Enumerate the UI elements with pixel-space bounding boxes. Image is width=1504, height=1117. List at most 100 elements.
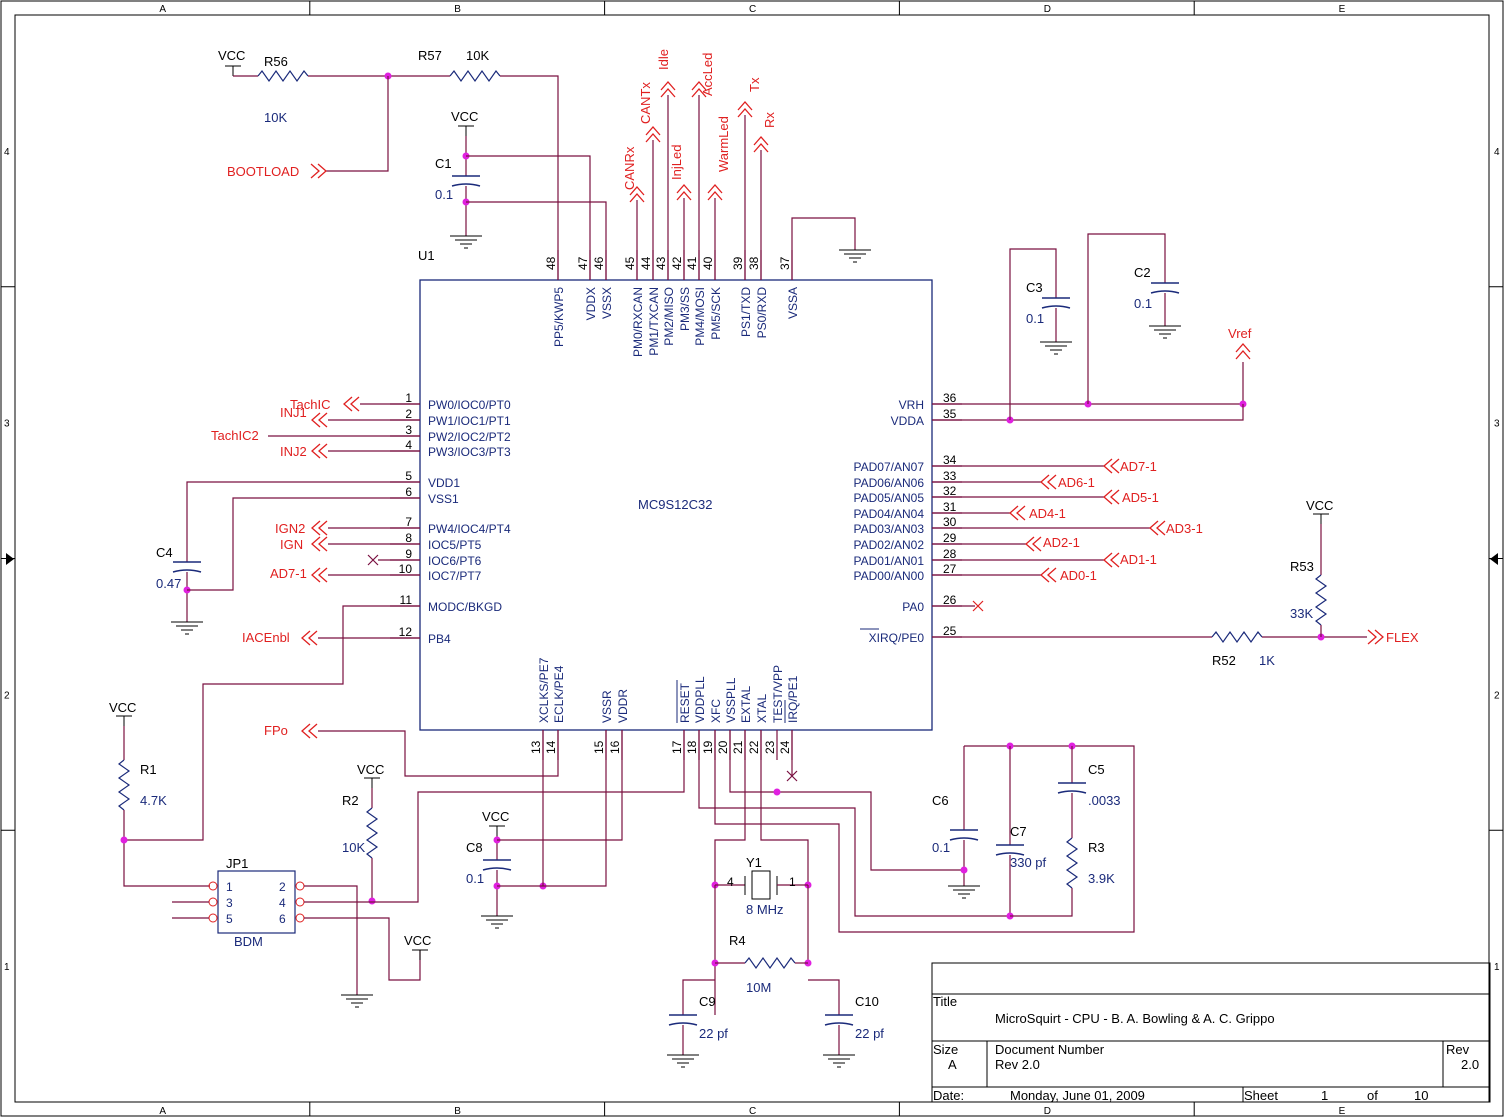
pin-number: 39	[731, 256, 745, 270]
pin-label: MODC/BKGD	[428, 600, 502, 614]
pin-number: 24	[778, 740, 792, 754]
pin-label: XCLKS/PE7	[537, 657, 551, 723]
pin-label: IOC6/PT6	[428, 554, 482, 568]
pin-number: 45	[623, 256, 637, 270]
pin-label: IRQ/PE1	[786, 675, 800, 723]
frame-col-label: B	[454, 1106, 461, 1117]
frame-col-label: C	[749, 1106, 756, 1117]
pin-number: 42	[670, 256, 684, 270]
frame-row-label: 3	[4, 419, 10, 430]
pin-number: 38	[747, 256, 761, 270]
c4-ref: C4	[156, 545, 173, 560]
jp1-pin: 4	[279, 896, 286, 910]
jp1-pin: 3	[226, 896, 233, 910]
pin-number: 37	[778, 256, 792, 270]
boot-section: VCC R56 10K R57 10K BOOTLOAD VCC C1 0.1	[218, 48, 607, 280]
r52-value: 1K	[1259, 653, 1275, 668]
pin-label: PAD01/AN01	[854, 554, 925, 568]
r56-ref: R56	[264, 54, 288, 69]
r4-ref: R4	[729, 933, 746, 948]
c5-ref: C5	[1088, 762, 1105, 777]
pin-label: VDDX	[584, 287, 598, 320]
pin-label: PAD04/AN04	[854, 507, 925, 521]
pin-label: PW3/IOC3/PT3	[428, 445, 511, 459]
c6-value: 0.1	[932, 840, 950, 855]
pin-number: 16	[608, 740, 622, 754]
net-ad3-1: AD3-1	[1166, 521, 1203, 536]
c2-value: 0.1	[1134, 296, 1152, 311]
pin-label: PP5/KWP5	[552, 287, 566, 347]
pin-label: RESET	[678, 682, 692, 723]
pin-number: 22	[747, 740, 761, 754]
pin-label: PM0/RXCAN	[631, 287, 645, 357]
net-tachic2: TachIC2	[211, 428, 259, 443]
pin-label: VDDPLL	[693, 676, 707, 723]
c7-value: 330 pf	[1010, 855, 1047, 870]
net-ad4-1: AD4-1	[1029, 506, 1066, 521]
pin-label: VDDA	[891, 414, 924, 428]
net-ad0-1: AD0-1	[1060, 568, 1097, 583]
c3-ref: C3	[1026, 280, 1043, 295]
frame-col-label: E	[1339, 1106, 1346, 1117]
jp1-name: BDM	[234, 934, 263, 949]
pin-label: PM3/SS	[678, 287, 692, 331]
pin-label: VSSPLL	[724, 677, 738, 723]
pin-label: PW4/IOC4/PT4	[428, 522, 511, 536]
c3-value: 0.1	[1026, 311, 1044, 326]
pin-label: PM4/MOSI	[693, 287, 707, 346]
c5-value: .0033	[1088, 793, 1121, 808]
frame-row-label: 1	[4, 962, 10, 973]
size-value: A	[948, 1057, 957, 1072]
frame-row-label: 4	[1494, 147, 1500, 158]
pin-number: 12	[399, 625, 413, 639]
c1-value: 0.1	[435, 187, 453, 202]
net-injled: InjLed	[669, 145, 684, 180]
pin-number: 40	[701, 256, 715, 270]
r4-value: 10M	[746, 980, 771, 995]
r56-value: 10K	[264, 110, 287, 125]
pin-number: 13	[529, 740, 543, 754]
crystal-section: Y1 8 MHz 4 1 R4 10M C9 22 pf C10 22 pf	[666, 730, 884, 1068]
vcc-label: VCC	[357, 762, 384, 777]
rev-label: Rev	[1446, 1042, 1470, 1057]
frame-col-label: D	[1044, 1106, 1051, 1117]
net-inj1: INJ1	[280, 405, 307, 420]
frame-col-label: D	[1044, 4, 1051, 15]
sheets-value: 10	[1414, 1088, 1428, 1103]
pin-label: PAD07/AN07	[854, 460, 925, 474]
title-value: MicroSquirt - CPU - B. A. Bowling & A. C…	[995, 1011, 1275, 1026]
net-cantx: CANTx	[638, 82, 653, 124]
pin-number: 19	[701, 740, 715, 754]
c7-ref: C7	[1010, 824, 1027, 839]
net-warmled: WarmLed	[716, 116, 731, 172]
net-ad7-1: AD7-1	[1120, 459, 1157, 474]
pin-number: 20	[716, 740, 730, 754]
pin-label: VSSA	[786, 287, 800, 319]
jp1-pin: 6	[279, 912, 286, 926]
pin-label: TEST/VPP	[771, 665, 785, 723]
c8-ref: C8	[466, 840, 483, 855]
net-ad1-1: AD1-1	[1120, 552, 1157, 567]
pin-number: 14	[544, 740, 558, 754]
pin-label: XFC	[709, 699, 723, 723]
net-bootload: BOOTLOAD	[227, 164, 299, 179]
pin-label: PAD06/AN06	[854, 476, 925, 490]
y1-pin-a: 4	[727, 875, 734, 889]
pin-number: 29	[943, 531, 957, 545]
c6-ref: C6	[932, 793, 949, 808]
net-ad7-1-left: AD7-1	[270, 566, 307, 581]
pin-number: 46	[592, 256, 606, 270]
bdm-section: VCC R1 4.7K VCC R2 10K JP1 BDM 1 2 3 4 5…	[109, 700, 685, 1008]
docnum-value: Rev 2.0	[995, 1057, 1040, 1072]
pin-label: PAD00/AN00	[854, 569, 925, 583]
vcc-label: VCC	[218, 48, 245, 63]
pin-label: VRH	[899, 398, 924, 412]
top-nets: CANRx CANTx Idle InjLed AccLed WarmLed T…	[622, 49, 872, 280]
pin-label: PAD05/AN05	[854, 491, 925, 505]
pin-number: 30	[943, 515, 957, 529]
sheet-label: Sheet	[1244, 1088, 1278, 1103]
pin-label: PAD03/AN03	[854, 522, 925, 536]
pin-label: PS0/RXD	[755, 287, 769, 339]
jp1-pin: 2	[279, 880, 286, 894]
pin-number: 15	[592, 740, 606, 754]
